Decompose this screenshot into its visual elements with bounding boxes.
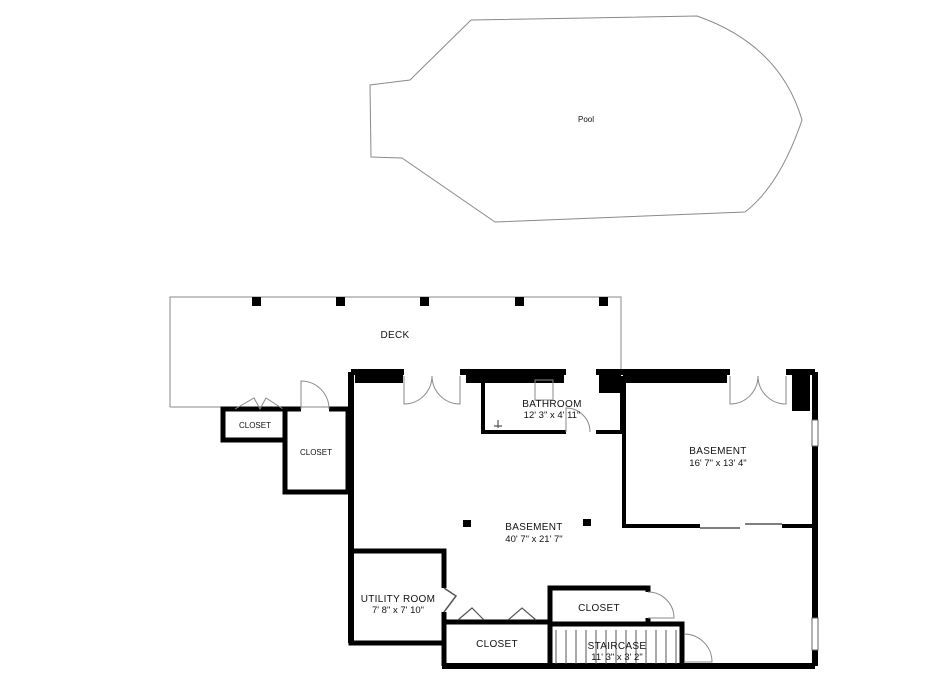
deck-label: DECK <box>381 330 410 341</box>
staircase-door[interactable] <box>683 633 713 663</box>
basement-right-label: BASEMENT <box>689 446 746 457</box>
bathroom-label: BATHROOM <box>522 399 581 410</box>
column-block <box>466 375 564 383</box>
utility-label: UTILITY ROOM <box>361 594 436 605</box>
room-basement-main: BASEMENT 40' 7" x 21' 7" <box>463 519 591 545</box>
pool-outline <box>369 15 803 223</box>
closet-upper-label: CLOSET <box>578 603 620 614</box>
double-door-left[interactable] <box>403 375 461 405</box>
column-block <box>599 375 621 393</box>
bathroom-dim: 12' 3" x 4' 11" <box>524 410 581 421</box>
basement-main-label: BASEMENT <box>505 522 562 533</box>
basement-right-dim: 16' 7" x 13' 4" <box>689 458 746 469</box>
utility-door[interactable] <box>443 587 458 613</box>
bathroom-vanity <box>534 379 554 401</box>
deck-post <box>599 297 608 306</box>
closet-side-door[interactable] <box>300 380 330 410</box>
room-closet-lower: CLOSET <box>444 607 553 666</box>
closet-small-label: CLOSET <box>239 421 271 430</box>
closet-door-swing[interactable] <box>234 397 284 411</box>
deck-post <box>420 297 429 306</box>
basement-main-dim: 40' 7" x 21' 7" <box>505 534 562 545</box>
column-block <box>355 375 403 383</box>
bathroom-toilet-icon <box>494 420 502 428</box>
pool: Pool <box>369 15 803 223</box>
room-utility: UTILITY ROOM 7' 8" x 7' 10" <box>348 548 458 666</box>
deck-post <box>252 297 261 306</box>
utility-dim: 7' 8" x 7' 10" <box>372 605 424 616</box>
closet-upper-door[interactable] <box>647 591 675 619</box>
column-block <box>623 375 727 383</box>
window <box>811 419 819 447</box>
room-basement-right: BASEMENT 16' 7" x 13' 4" <box>622 383 819 529</box>
double-door-right[interactable] <box>729 375 787 405</box>
deck-post <box>336 297 345 306</box>
room-closet-small: CLOSET <box>220 397 288 443</box>
bathroom-door[interactable] <box>565 407 591 433</box>
deck-post <box>515 297 524 306</box>
pool-label: Pool <box>578 115 594 124</box>
room-staircase: STAIRCASE 11' 3" x 3' 2" <box>555 630 713 664</box>
closet-lower-label: CLOSET <box>476 639 518 650</box>
bifold-door[interactable] <box>457 607 537 621</box>
room-closet-side: CLOSET <box>282 380 351 495</box>
stair-treads <box>555 630 677 664</box>
column-post <box>583 519 591 526</box>
column-post <box>463 520 471 527</box>
top-wall-openings <box>404 368 786 377</box>
room-closet-upper: CLOSET <box>547 585 685 666</box>
column-block <box>792 375 810 411</box>
deck-outline <box>169 296 622 407</box>
staircase-dim: 11' 3" x 3' 2" <box>591 652 642 663</box>
sliding-door[interactable] <box>700 523 782 529</box>
closet-side-label: CLOSET <box>300 448 332 457</box>
staircase-label: STAIRCASE <box>588 641 647 652</box>
window <box>811 617 819 651</box>
